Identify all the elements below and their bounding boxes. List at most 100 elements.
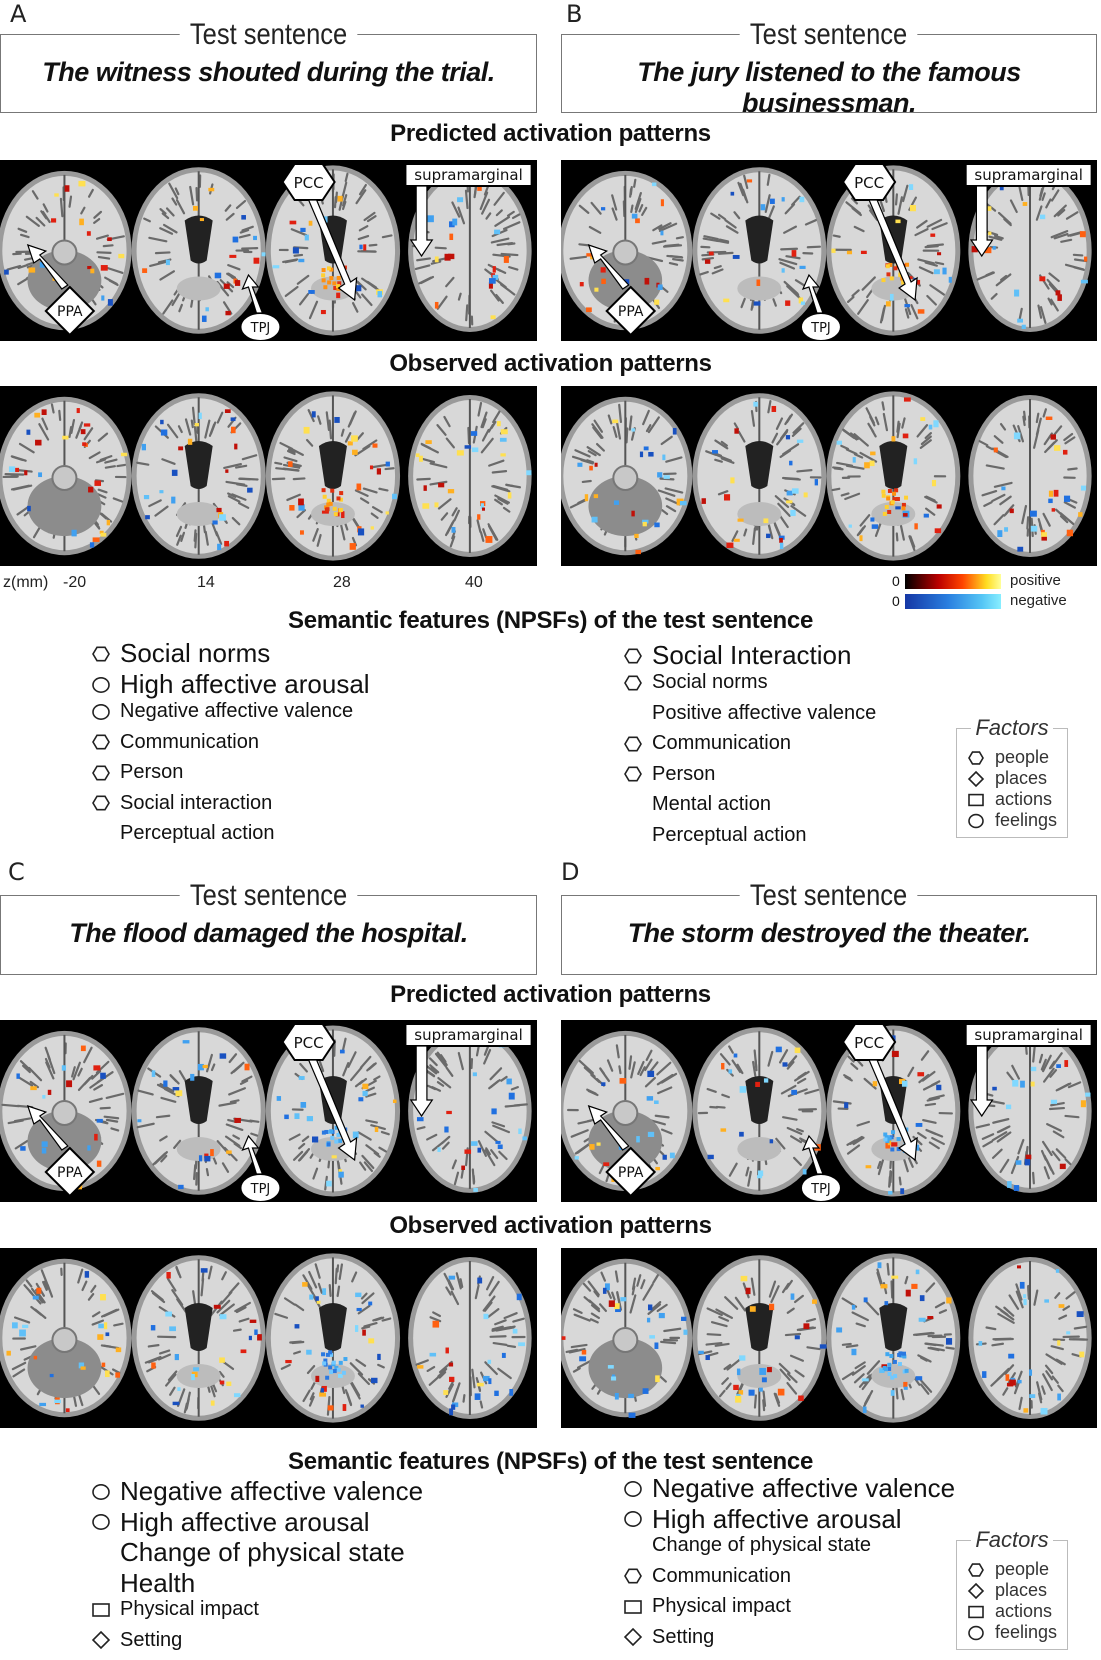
brain-slice bbox=[692, 167, 827, 334]
factors-legend-title: Factors bbox=[971, 715, 1053, 740]
factor-legend-label: people bbox=[995, 747, 1050, 767]
test-sentence-text: The flood damaged the hospital. bbox=[69, 918, 468, 948]
brain-slice bbox=[131, 1255, 266, 1421]
factor-legend-label: places bbox=[995, 1580, 1048, 1600]
supramarginal-label: supramarginal bbox=[414, 1026, 522, 1044]
feature-item: Mental action bbox=[620, 793, 771, 816]
feature-label: Communication bbox=[652, 732, 791, 754]
people-factor-icon bbox=[965, 1561, 987, 1579]
factor-legend-label: actions bbox=[995, 1601, 1053, 1621]
feature-label: High affective arousal bbox=[652, 1503, 902, 1534]
actions-factor-icon bbox=[965, 791, 987, 809]
brain-slices bbox=[0, 391, 532, 561]
feature-label: Change of physical state bbox=[120, 1537, 405, 1567]
feature-label: Perceptual action bbox=[652, 823, 807, 846]
brain-slices: supramarginal PCC PPA TPJ bbox=[561, 1023, 1093, 1202]
supramarginal-callout: supramarginal bbox=[964, 163, 1093, 258]
feature-item: Communication bbox=[620, 732, 791, 755]
feature-item: Physical impact bbox=[620, 1595, 791, 1618]
feature-item: Communication bbox=[88, 731, 259, 754]
feature-label: Physical impact bbox=[652, 1595, 791, 1617]
people-factor-icon bbox=[620, 1566, 646, 1586]
ppa-label: PPA bbox=[57, 1165, 83, 1181]
brain-slice bbox=[0, 1030, 132, 1192]
feature-label: Health bbox=[120, 1567, 196, 1598]
feature-item: Person bbox=[88, 761, 183, 784]
feelings-factor-icon bbox=[88, 702, 114, 722]
feature-label: Social norms bbox=[120, 638, 271, 668]
brain-slice bbox=[408, 1257, 532, 1419]
brain-slice bbox=[692, 1255, 827, 1421]
feature-label: Setting bbox=[652, 1625, 715, 1648]
test-sentence-heading: Test sentence bbox=[740, 17, 918, 53]
brain-slice bbox=[0, 396, 132, 556]
feature-label: Mental action bbox=[652, 793, 771, 815]
feature-label: Communication bbox=[120, 730, 259, 753]
supramarginal-label: supramarginal bbox=[974, 1026, 1082, 1044]
z-axis-unit-label: z(mm) bbox=[3, 574, 49, 591]
tpj-callout: TPJ bbox=[239, 1134, 282, 1202]
feature-item: Person bbox=[620, 763, 715, 786]
brain-slice bbox=[265, 391, 401, 561]
feelings-factor-icon bbox=[965, 1624, 987, 1642]
places-factor-icon bbox=[88, 1630, 114, 1650]
brain-slice bbox=[0, 170, 132, 331]
brain-slices bbox=[561, 391, 1092, 561]
feelings-factor-icon bbox=[620, 1509, 646, 1529]
feature-label: Person bbox=[652, 762, 716, 785]
brain-slice bbox=[131, 1027, 266, 1195]
people-factor-icon bbox=[620, 646, 646, 666]
actions-factor-icon bbox=[965, 1603, 987, 1621]
pcc-callout: PCC bbox=[281, 1023, 358, 1162]
colorbar-positive bbox=[905, 574, 1001, 589]
ppa-callout: PPA bbox=[587, 244, 657, 337]
ppa-label: PPA bbox=[57, 304, 83, 320]
test-sentence-heading: Test sentence bbox=[179, 17, 358, 53]
feature-label: Physical impact bbox=[120, 1598, 259, 1620]
factor-legend-label: feelings bbox=[995, 810, 1058, 830]
test-sentence-heading: Test sentence bbox=[740, 878, 918, 914]
brain-slice bbox=[692, 1027, 827, 1195]
feature-item: Social norms bbox=[620, 671, 768, 694]
z-tick-1: -20 bbox=[63, 574, 87, 591]
feature-item: Setting bbox=[88, 1629, 182, 1652]
feature-item: Change of physical state bbox=[620, 1534, 871, 1557]
tpj-callout: TPJ bbox=[799, 273, 842, 341]
feature-item: Setting bbox=[620, 1626, 714, 1649]
places-factor-icon bbox=[965, 1582, 987, 1600]
feature-item: Change of physical state bbox=[88, 1537, 405, 1568]
ppa-label: PPA bbox=[618, 1165, 644, 1181]
pcc-callout: PCC bbox=[841, 1023, 918, 1162]
brain-slice bbox=[408, 169, 532, 332]
colorbar-negative-min: 0 bbox=[892, 593, 900, 609]
pcc-label: PCC bbox=[854, 1034, 884, 1052]
feature-item: Social norms bbox=[88, 638, 270, 669]
panel-letter-c: C bbox=[8, 858, 25, 886]
observed-brain-row-c bbox=[0, 1248, 537, 1428]
places-factor-icon bbox=[620, 1627, 646, 1647]
tpj-label: TPJ bbox=[250, 1182, 271, 1197]
feature-label: Social Interaction bbox=[652, 640, 852, 670]
tpj-label: TPJ bbox=[810, 1182, 831, 1197]
factor-legend-item: people bbox=[965, 747, 1049, 768]
brain-slice bbox=[968, 1029, 1092, 1193]
factor-legend-item: people bbox=[965, 1559, 1049, 1580]
feature-label: Change of physical state bbox=[652, 1534, 872, 1556]
features-title-bottom: Semantic features (NPSFs) of the test se… bbox=[287, 1448, 814, 1475]
features-title-top: Semantic features (NPSFs) of the test se… bbox=[287, 607, 814, 634]
observed-brain-row-b bbox=[561, 386, 1097, 566]
brain-slice bbox=[561, 1258, 693, 1418]
factor-legend-label: places bbox=[995, 768, 1048, 788]
z-tick-3: 28 bbox=[333, 574, 351, 591]
feature-label: Setting bbox=[120, 1628, 183, 1651]
tpj-label: TPJ bbox=[250, 321, 271, 336]
factor-legend-label: people bbox=[995, 1559, 1050, 1579]
feature-item: Perceptual action bbox=[88, 822, 275, 845]
test-sentence-box-c: Test sentence The flood damaged the hosp… bbox=[0, 878, 537, 975]
panel-letter-d: D bbox=[561, 858, 580, 886]
people-factor-icon bbox=[88, 644, 114, 664]
feature-item: Health bbox=[88, 1568, 195, 1599]
people-factor-icon bbox=[88, 793, 114, 813]
people-factor-icon bbox=[88, 732, 114, 752]
